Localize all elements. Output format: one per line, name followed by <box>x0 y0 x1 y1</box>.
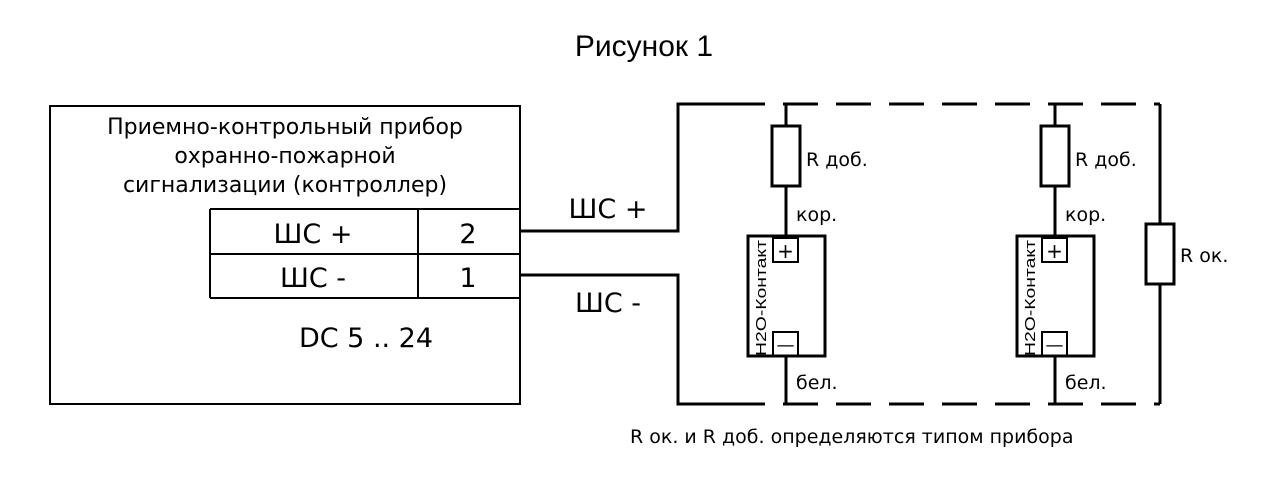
terminal-label-minus: ШС - <box>280 263 346 294</box>
wire-brown-label-1: кор. <box>796 204 837 226</box>
plus-sign-2: + <box>1046 239 1063 263</box>
end-of-line-branch <box>1144 104 1176 404</box>
device-name-2: H2O-Контакт <box>1022 240 1039 356</box>
voltage-label: DC 5 .. 24 <box>299 323 433 354</box>
terminal-number-2: 2 <box>459 219 476 250</box>
plus-terminal-1 <box>772 237 799 263</box>
loop-wiring <box>520 102 1160 406</box>
plus-sign-1: + <box>777 239 794 263</box>
terminal-label-plus: ШС + <box>274 219 353 250</box>
loop-minus-label: ШС - <box>575 288 641 319</box>
resistor-end-label: R ок. <box>1180 245 1228 267</box>
sensor-branch-1 <box>746 104 827 404</box>
resistor-add-label-2: R доб. <box>1075 149 1137 171</box>
resistor-end-of-line <box>1144 222 1176 286</box>
figure-title: Рисунок 1 <box>575 30 713 63</box>
terminal-number-1: 1 <box>459 263 476 294</box>
wire-white-label-1: бел. <box>796 372 838 394</box>
resistor-add-label-1: R доб. <box>806 149 868 171</box>
resistor-add-1 <box>770 124 802 188</box>
minus-sign-1: — <box>777 335 795 356</box>
loop-plus-label: ШС + <box>569 194 648 225</box>
controller-name-line-3: сигнализации (контроллер) <box>123 173 447 198</box>
plus-terminal-2 <box>1041 237 1068 263</box>
footnote: R ок. и R доб. определяются типом прибор… <box>630 426 1074 448</box>
wire-white-label-2: бел. <box>1065 372 1107 394</box>
terminal-block <box>209 208 520 299</box>
minus-sign-2: — <box>1046 335 1064 356</box>
controller-name-line-1: Приемно-контрольный прибор <box>107 115 463 140</box>
controller-name-line-2: охранно-пожарной <box>174 144 395 169</box>
wire-brown-label-2: кор. <box>1065 204 1106 226</box>
sensor-branch-2 <box>1015 104 1096 404</box>
device-name-1: H2O-Контакт <box>753 240 770 356</box>
resistor-add-2 <box>1039 124 1071 188</box>
